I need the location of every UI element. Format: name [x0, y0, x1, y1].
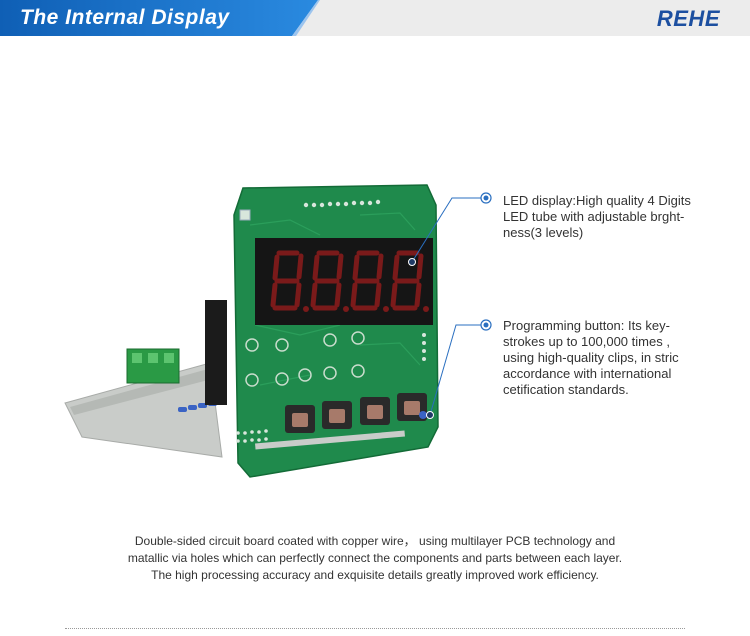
pcb-illustration [64, 184, 439, 478]
brand-logo: REHE [656, 6, 720, 31]
description-line: Double-sided circuit board coated with c… [134, 534, 616, 548]
description-line: The high processing accuracy and exquisi… [151, 568, 599, 582]
header-bar: The Internal Display REHE [0, 0, 750, 36]
callout-line: using high-quality clips, in stric [503, 350, 679, 365]
callout-line: cetification standards. [503, 382, 629, 397]
callout-line: Programming button: Its key- [503, 318, 670, 333]
divider [65, 628, 685, 629]
callout-line: ness(3 levels) [503, 225, 584, 240]
callout-line: strokes up to 100,000 times , [503, 334, 670, 349]
title-banner [0, 0, 320, 36]
page-title: The Internal Display [20, 6, 230, 29]
callout-led-display: LED display:High quality 4 Digits LED tu… [503, 193, 733, 241]
description-line: matallic via holes which can perfectly c… [127, 551, 623, 565]
description-text: Double-sided circuit board coated with c… [70, 533, 680, 584]
callout-programming-button: Programming button: Its key- strokes up … [503, 318, 733, 398]
callout-line: LED tube with adjustable brght- [503, 209, 685, 224]
callout-line: accordance with international [503, 366, 672, 381]
callout-line: LED display:High quality 4 Digits [503, 193, 691, 208]
